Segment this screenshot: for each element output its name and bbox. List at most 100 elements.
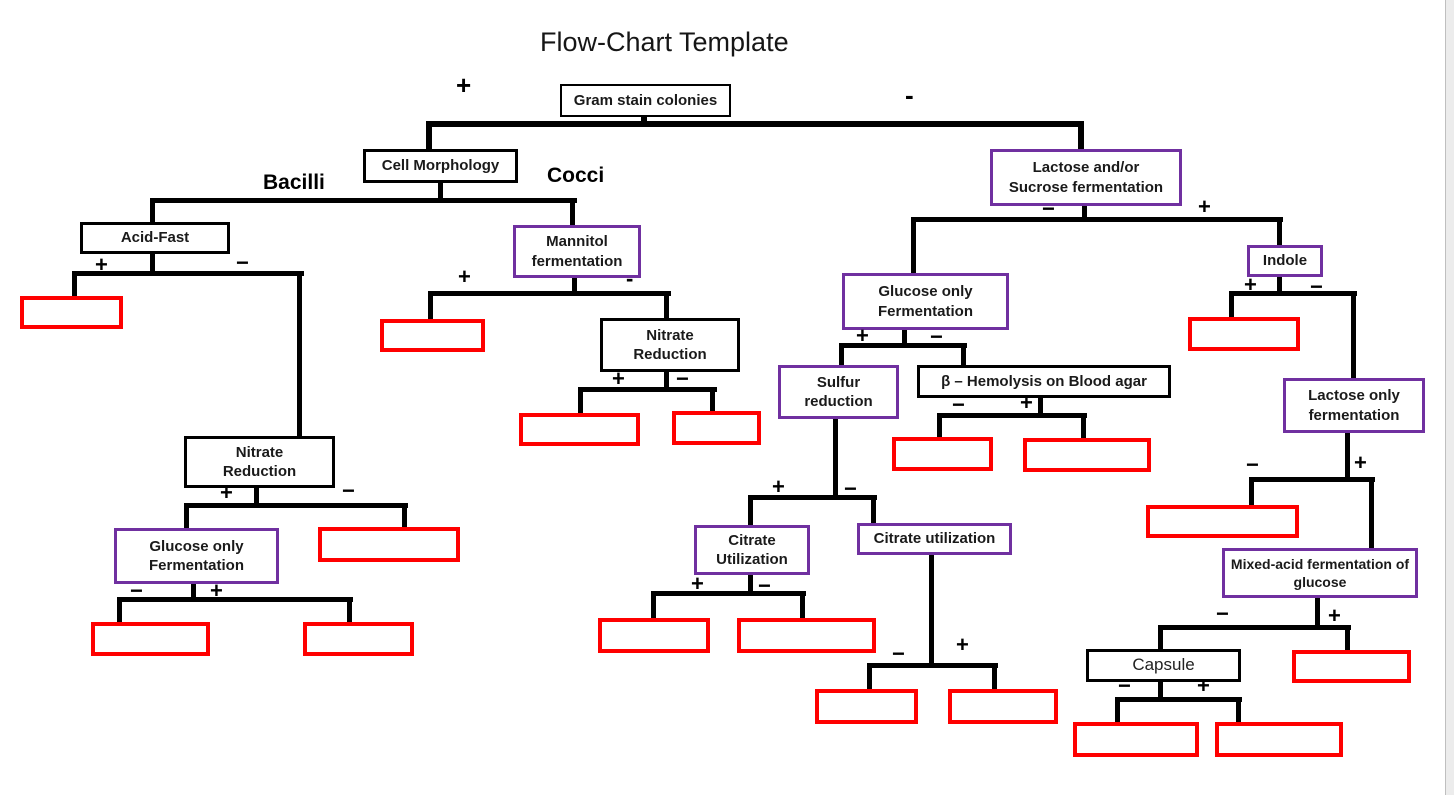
connector-segment <box>1081 413 1086 438</box>
node-mannitol-fermentation: Mannitol fermentation <box>513 225 641 278</box>
connector-segment <box>833 418 838 498</box>
branch-label-plus: + <box>612 366 625 391</box>
node-sulfur-reduction: Sulfur reduction <box>778 365 899 419</box>
answer-box-nitrate-cocci-negative[interactable] <box>672 411 761 445</box>
node-lactose-only-fermentation: Lactose only fermentation <box>1283 378 1425 433</box>
connector-segment <box>428 291 433 320</box>
connector-segment <box>578 387 717 392</box>
group-label-cocci: Cocci <box>547 164 605 187</box>
connector-segment <box>438 183 443 201</box>
node-glucose-only-fermentation-left: Glucose only Fermentation <box>114 528 279 584</box>
connector-segment <box>651 591 806 596</box>
branch-label-minus: − <box>1246 452 1259 477</box>
connector-segment <box>117 597 122 622</box>
branch-label-minus: − <box>930 324 943 349</box>
branch-label-minus: − <box>1118 673 1131 698</box>
connector-segment <box>1158 681 1163 699</box>
connector-segment <box>1351 291 1356 378</box>
connector-segment <box>72 271 77 297</box>
connector-segment <box>428 291 671 296</box>
connector-segment <box>297 271 302 437</box>
answer-box-citrate-caps-negative[interactable] <box>737 618 876 653</box>
connector-segment <box>150 198 577 203</box>
node-cell-morphology: Cell Morphology <box>363 149 518 183</box>
connector-segment <box>578 387 583 413</box>
branch-label-minus: − <box>844 476 857 501</box>
connector-segment <box>867 663 872 689</box>
branch-label-minus: − <box>1216 601 1229 626</box>
answer-box-glucose-left-negative[interactable] <box>91 622 210 656</box>
connector-segment <box>911 217 916 273</box>
answer-box-nitrate-cocci-positive[interactable] <box>519 413 640 446</box>
connector-segment <box>1277 276 1282 294</box>
answer-box-lactose-only-negative[interactable] <box>1146 505 1299 538</box>
connector-segment <box>748 495 877 500</box>
connector-segment <box>664 371 669 390</box>
answer-box-mannitol-positive[interactable] <box>380 319 485 352</box>
branch-label-plus: + <box>1354 450 1367 475</box>
node-capsule: Capsule <box>1086 649 1241 682</box>
branch-label-plus: + <box>95 252 108 277</box>
connector-segment <box>992 663 997 689</box>
answer-box-hemolysis-positive[interactable] <box>1023 438 1151 472</box>
connector-segment <box>800 591 805 618</box>
answer-box-capsule-negative[interactable] <box>1073 722 1199 757</box>
connector-segment <box>1345 625 1350 650</box>
branch-label-plus: + <box>1328 603 1341 628</box>
answer-box-citrate-negative[interactable] <box>815 689 918 724</box>
connector-segment <box>150 253 155 274</box>
answer-box-mixed-acid-positive[interactable] <box>1292 650 1411 683</box>
connector-segment <box>184 503 189 528</box>
answer-box-indole-positive[interactable] <box>1188 317 1300 351</box>
branch-label-plus: + <box>772 474 785 499</box>
connector-segment <box>839 343 844 365</box>
connector-segment <box>929 554 934 666</box>
connector-segment <box>1249 477 1254 505</box>
connector-segment <box>867 663 998 668</box>
connector-segment <box>254 487 259 506</box>
answer-box-citrate-positive[interactable] <box>948 689 1058 724</box>
connector-segment <box>347 597 352 622</box>
answer-box-glucose-left-positive[interactable] <box>303 622 414 656</box>
branch-label-plus: + <box>220 480 233 505</box>
branch-label-plus: + <box>956 632 969 657</box>
connector-segment <box>1345 432 1350 480</box>
answer-box-hemolysis-negative[interactable] <box>892 437 993 471</box>
connector-segment <box>710 387 715 411</box>
node-beta-hemolysis-blood-agar: β – Hemolysis on Blood agar <box>917 365 1171 398</box>
connector-segment <box>748 495 753 525</box>
answer-box-acid-fast-positive[interactable] <box>20 296 123 329</box>
branch-label-minus: − <box>892 641 905 666</box>
connector-segment <box>191 583 196 600</box>
connector-segment <box>150 198 155 223</box>
connector-segment <box>1249 477 1375 482</box>
connector-segment <box>641 113 647 124</box>
connector-segment <box>1277 217 1282 245</box>
connector-segment <box>572 277 577 294</box>
node-nitrate-reduction-cocci: Nitrate Reduction <box>600 318 740 372</box>
branch-label-minus: − <box>1310 274 1323 299</box>
connector-segment <box>902 329 907 346</box>
node-indole: Indole <box>1247 245 1323 277</box>
node-acid-fast: Acid-Fast <box>80 222 230 254</box>
branch-label-minus: - <box>626 266 634 291</box>
branch-label-minus: − <box>130 578 143 603</box>
page-title: Flow-Chart Template <box>540 27 789 57</box>
branch-label-plus: + <box>1244 272 1257 297</box>
connector-segment <box>937 413 1087 418</box>
branch-label-minus: − <box>758 573 771 598</box>
connector-segment <box>1369 477 1374 548</box>
connector-segment <box>1236 697 1241 722</box>
connector-segment <box>184 503 408 508</box>
branch-label-minus: − <box>1042 196 1055 221</box>
connector-segment <box>651 591 656 618</box>
connector-segment <box>1158 625 1351 630</box>
connector-segment <box>871 495 876 523</box>
scrollbar[interactable] <box>1445 0 1454 795</box>
connector-segment <box>1115 697 1242 702</box>
answer-box-nitrate-bacilli-negative[interactable] <box>318 527 460 562</box>
answer-box-citrate-caps-positive[interactable] <box>598 618 710 653</box>
connector-segment <box>839 343 967 348</box>
answer-box-capsule-positive[interactable] <box>1215 722 1343 757</box>
